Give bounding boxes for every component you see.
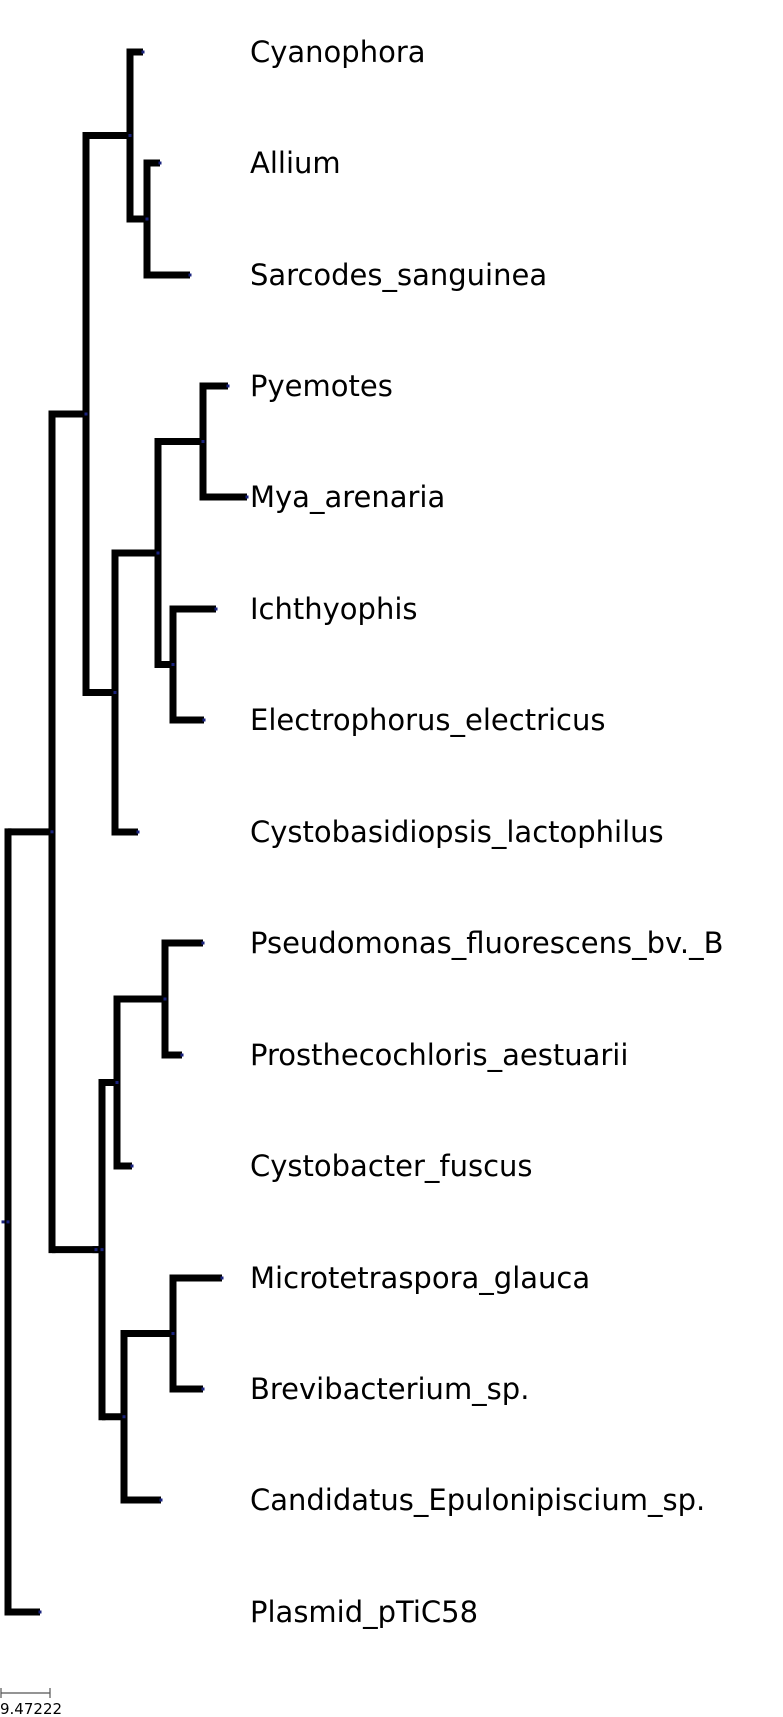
tip-node-plasmid-ptic58 (38, 1610, 42, 1614)
tip-node-pseudomonas-fluorescens-bv-b (201, 941, 205, 945)
internal-node-14 (122, 1415, 126, 1419)
tip-node-microtetraspora-glauca (220, 1276, 224, 1280)
tip-label-pseudomonas-fluorescens-bv-b: Pseudomonas_fluorescens_bv._B (250, 926, 724, 960)
tip-label-allium: Allium (250, 146, 341, 180)
tip-labels: CyanophoraAlliumSarcodes_sanguineaPyemot… (250, 35, 724, 1629)
tip-label-pyemotes: Pyemotes (250, 369, 393, 403)
tip-label-cystobasidiopsis-lactophilus: Cystobasidiopsis_lactophilus (250, 815, 664, 849)
internal-node-8 (201, 440, 205, 443)
tip-label-plasmid-ptic58: Plasmid_pTiC58 (250, 1595, 478, 1629)
tip-node-brevibacterium-sp (201, 1387, 205, 1391)
internal-node-6 (113, 691, 117, 694)
tip-label-brevibacterium-sp: Brevibacterium_sp. (250, 1372, 529, 1406)
tip-node-ichthyophis (214, 607, 218, 611)
internal-node-3 (84, 412, 88, 416)
tip-node-pyemotes (226, 384, 230, 388)
internal-node-1 (6, 1220, 10, 1224)
tip-label-prosthecochloris-aestuarii: Prosthecochloris_aestuarii (250, 1038, 628, 1072)
tree-nodes (1, 50, 249, 1614)
tip-node-electrophorus-electricus (202, 718, 206, 722)
internal-node-10 (94, 1248, 98, 1252)
tip-label-candidatus-epulonipiscium-sp: Candidatus_Epulonipiscium_sp. (250, 1483, 705, 1517)
tip-node-cyanophora (141, 50, 145, 54)
scale-bar-label: 9.47222 (0, 1700, 62, 1717)
internal-node-7 (156, 551, 160, 555)
internal-node-12 (115, 1081, 119, 1084)
internal-node-2 (50, 830, 54, 834)
root-node (1, 1220, 5, 1224)
tip-label-electrophorus-electricus: Electrophorus_electricus (250, 703, 605, 737)
tip-node-cystobacter-fuscus (130, 1164, 134, 1168)
internal-node-11 (100, 1248, 104, 1252)
tip-label-ichthyophis: Ichthyophis (250, 592, 418, 626)
tip-label-mya-arenaria: Mya_arenaria (250, 480, 445, 514)
tip-node-prosthecochloris-aestuarii (180, 1053, 184, 1057)
tree-branches (4, 48, 247, 1616)
tip-label-cystobacter-fuscus: Cystobacter_fuscus (250, 1149, 533, 1183)
internal-node-5 (145, 217, 149, 221)
internal-node-13 (163, 997, 167, 1001)
scale-bar: 9.47222 (0, 1688, 62, 1717)
tip-node-cystobasidiopsis-lactophilus (136, 830, 140, 834)
tip-node-sarcodes-sanguinea (188, 273, 192, 277)
internal-node-15 (171, 1332, 175, 1335)
tip-node-mya-arenaria (245, 495, 249, 499)
internal-node-9 (171, 663, 175, 666)
tip-node-candidatus-epulonipiscium-sp (159, 1498, 163, 1502)
internal-node-4 (128, 134, 132, 137)
tip-label-sarcodes-sanguinea: Sarcodes_sanguinea (250, 258, 547, 292)
tip-label-microtetraspora-glauca: Microtetraspora_glauca (250, 1261, 590, 1295)
tip-node-allium (158, 161, 162, 165)
tip-label-cyanophora: Cyanophora (250, 35, 426, 69)
